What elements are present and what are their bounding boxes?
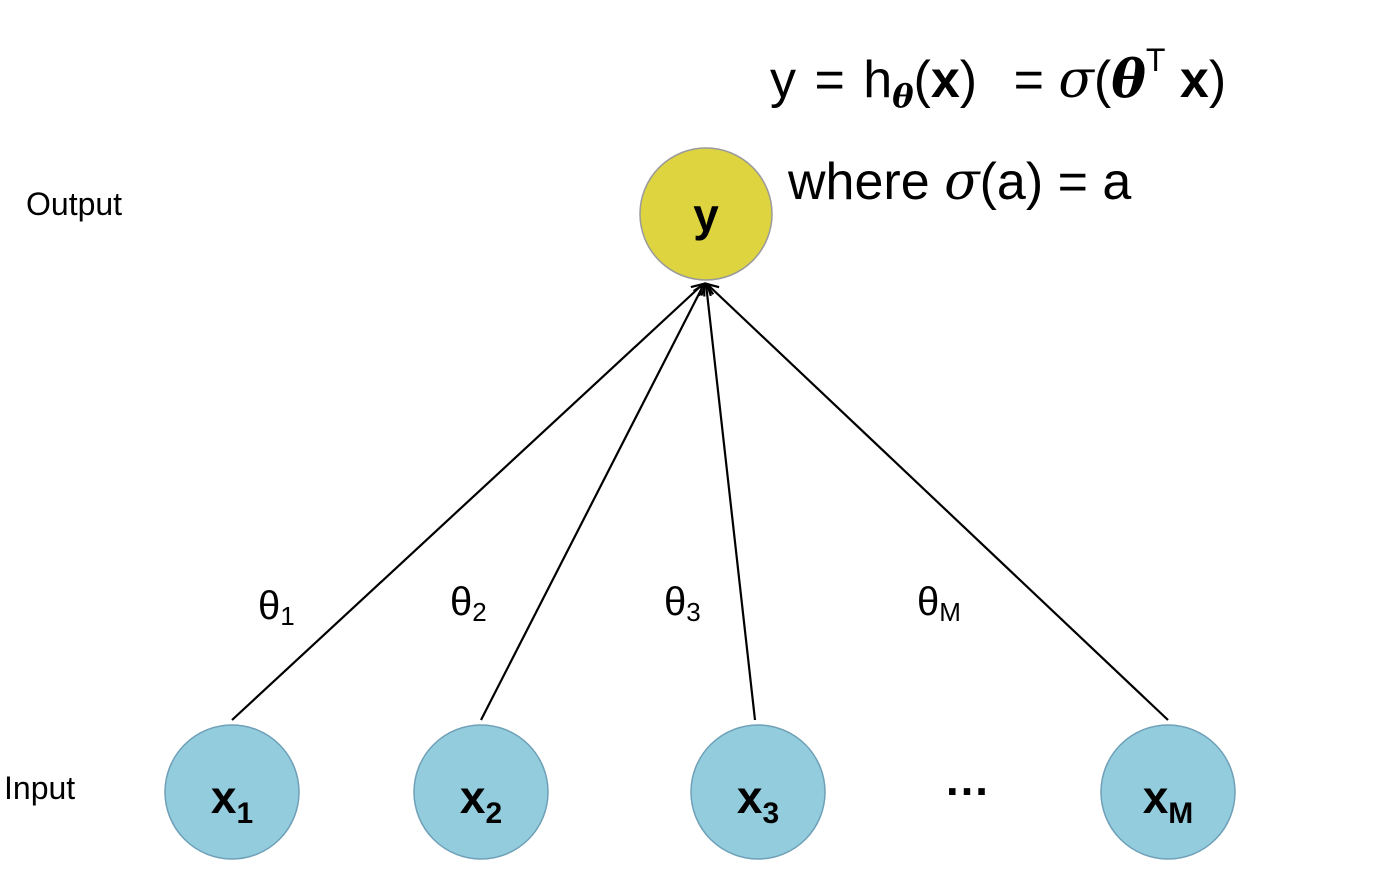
- formula-x: x: [930, 51, 960, 109]
- formula-theta: θ: [1111, 49, 1146, 110]
- formula-open-paren2: (: [1093, 51, 1112, 109]
- weight-label-theta2: θ2: [450, 580, 487, 627]
- where-word: where: [788, 153, 930, 211]
- ellipsis: …: [944, 753, 992, 805]
- formula: y = hθ(x) = σ(θT x): [770, 44, 1227, 112]
- output-label: Output: [26, 186, 123, 222]
- formula-h: h: [863, 51, 893, 109]
- where-rest: (a) = a: [979, 153, 1132, 211]
- formula-eq1: =: [814, 51, 845, 109]
- output-node: [639, 147, 773, 281]
- input-node-x3: [690, 724, 826, 860]
- formula-lhs: y: [770, 51, 796, 109]
- edge-x1-y: [231, 284, 703, 721]
- formula-sigma: σ: [1058, 50, 1094, 110]
- formula-x2: x: [1179, 51, 1209, 109]
- formula-close-paren2: ): [1208, 51, 1227, 109]
- where-clause: where σ(a) = a: [788, 156, 1131, 208]
- input-node-label-xm: xM: [1142, 771, 1194, 830]
- input-node-x1: [164, 724, 300, 860]
- edge-x3-y: [706, 284, 757, 721]
- input-node-label-x2: x2: [459, 771, 503, 830]
- where-sigma: σ: [944, 152, 980, 212]
- input-node-xm: [1100, 724, 1236, 860]
- input-label: Input: [4, 770, 76, 806]
- formula-h-sub: θ: [892, 77, 914, 115]
- edge-x2-y: [480, 284, 704, 721]
- formula-open-paren: (: [913, 51, 931, 109]
- input-node-label-x1: x1: [210, 771, 254, 830]
- input-node-label-x3: x3: [736, 771, 780, 830]
- weight-label-thetam: θM: [917, 580, 961, 627]
- formula-eq2: =: [1013, 51, 1044, 109]
- input-node-x2: [413, 724, 549, 860]
- weight-label-theta3: θ3: [664, 580, 701, 627]
- weight-label-theta1: θ1: [258, 584, 295, 631]
- output-node-label: y: [693, 189, 719, 241]
- edge-xm-y: [707, 284, 1169, 721]
- formula-close-paren: ): [959, 51, 978, 109]
- formula-transpose: T: [1145, 42, 1166, 78]
